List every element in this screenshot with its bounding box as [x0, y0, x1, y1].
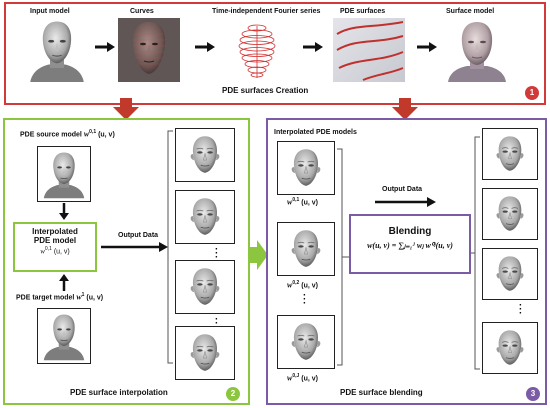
- input-model-image: [26, 18, 88, 82]
- ellipsis: ···: [303, 290, 307, 309]
- step-badge-2: 2: [226, 387, 240, 401]
- blending-formula: w(u, v) = ∑ⱼ₌₁ᴶ wⱼ w⁰ʲ(u, v): [367, 241, 453, 250]
- target-model-label: PDE target model w1 (u, v): [16, 292, 104, 302]
- interpolated-box-line2: PDE model: [33, 236, 77, 245]
- blend-input-2-label: w0,2 (u, v): [287, 280, 318, 290]
- pde-surfaces-creation-panel: [4, 2, 546, 105]
- interpolated-models-header: Interpolated PDE models: [274, 129, 357, 136]
- arrow-right-icon: [101, 242, 168, 252]
- blended-output-1: [482, 128, 538, 180]
- arrow-down-icon: [59, 203, 69, 220]
- blend-input-2: [277, 222, 335, 276]
- stage-label-fourier-series: Time-independent Fourier series: [212, 8, 321, 15]
- ellipsis: ···: [519, 300, 523, 319]
- blending-box: Blending w(u, v) = ∑ⱼ₌₁ᴶ wⱼ w⁰ʲ(u, v): [349, 214, 471, 274]
- right-panel-title: PDE surface blending: [340, 388, 423, 397]
- pde-surface-blending-panel: [266, 118, 547, 405]
- stage-label-surface-model: Surface model: [446, 8, 495, 15]
- left-panel-title: PDE surface interpolation: [70, 388, 168, 397]
- arrow-right-icon: [417, 42, 437, 52]
- source-model-label: PDE source model w0,1 (u, v): [20, 129, 115, 139]
- arrow-right-icon: [375, 197, 436, 207]
- stage-label-curves: Curves: [130, 8, 154, 15]
- arrow-right-icon: [95, 42, 115, 52]
- right-output-data-label: Output Data: [382, 186, 423, 193]
- arrow-down-icon: [392, 98, 418, 120]
- arrow-right-icon: [248, 240, 268, 270]
- top-panel-title: PDE surfaces Creation: [222, 86, 309, 95]
- arrow-right-icon: [303, 42, 323, 52]
- interpolated-output-4: [175, 326, 235, 380]
- interpolated-box-line1: Interpolated: [32, 227, 78, 236]
- output-bracket: [471, 136, 480, 370]
- fourier-series-image: [226, 18, 288, 82]
- step-badge-3: 3: [526, 387, 540, 401]
- ellipsis: ···: [215, 244, 219, 263]
- blend-input-1-label: w0,1 (u, v): [287, 197, 318, 207]
- blended-output-3: [482, 248, 538, 300]
- blend-input-3: [277, 315, 335, 369]
- arrow-down-icon: [113, 98, 139, 120]
- pde-surfaces-image: [333, 18, 405, 82]
- input-bracket: [337, 148, 349, 366]
- step-badge-1: 1: [525, 86, 539, 100]
- stage-label-pde-surfaces: PDE surfaces: [340, 8, 386, 15]
- arrow-up-icon: [59, 274, 69, 291]
- interpolated-output-2: [175, 190, 235, 244]
- interpolated-pde-model-box: Interpolated PDE model w0,1 (u, v): [13, 222, 97, 272]
- surface-model-image: [446, 18, 508, 82]
- output-bracket: [167, 130, 173, 364]
- arrow-right-icon: [195, 42, 215, 52]
- source-model-image: [37, 146, 91, 202]
- blend-input-3-label: w0,J (u, v): [287, 373, 318, 383]
- target-model-image: [37, 308, 91, 364]
- interpolated-output-3: [175, 260, 235, 314]
- blending-title: Blending: [388, 226, 432, 237]
- interpolated-output-1: [175, 128, 235, 182]
- blended-output-4: [482, 322, 538, 374]
- blended-output-2: [482, 188, 538, 240]
- stage-label-input-model: Input model: [30, 8, 70, 15]
- interpolated-box-math: w0,1 (u, v): [40, 246, 70, 256]
- left-output-data-label: Output Data: [118, 232, 159, 239]
- curves-image: [118, 18, 180, 82]
- blend-input-1: [277, 141, 335, 195]
